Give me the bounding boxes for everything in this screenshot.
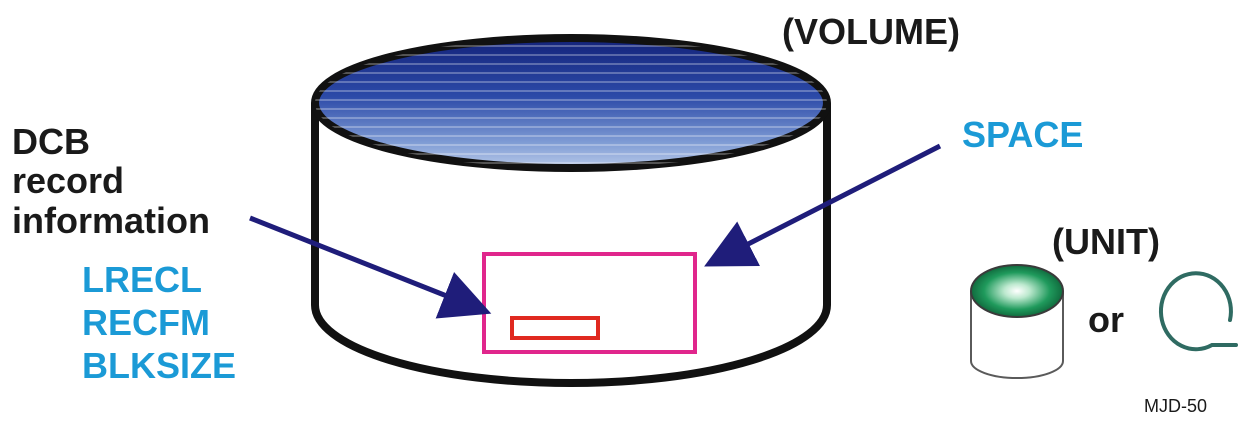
cylinder-top-stripes <box>315 38 827 168</box>
or-label: or <box>1088 299 1124 340</box>
record-box <box>510 316 600 340</box>
space-arrow <box>704 143 942 267</box>
tape-unit-icon <box>1159 271 1238 352</box>
volume-label: (VOLUME) <box>782 11 960 52</box>
recfm-label: RECFM <box>82 302 210 343</box>
dcb-label-line2: record <box>12 160 125 201</box>
disk-unit-icon <box>970 264 1064 379</box>
lrecl-label: LRECL <box>82 259 202 300</box>
blksize-label: BLKSIZE <box>82 345 237 386</box>
dcb-label-line3: information <box>12 200 210 241</box>
volume-cylinder <box>311 34 831 387</box>
dcb-label-line1: DCB <box>12 121 90 162</box>
unit-label: (UNIT) <box>1052 221 1160 262</box>
figure-id-label: MJD-50 <box>1144 396 1208 416</box>
dcb-arrow <box>249 215 492 319</box>
space-label: SPACE <box>962 114 1084 155</box>
